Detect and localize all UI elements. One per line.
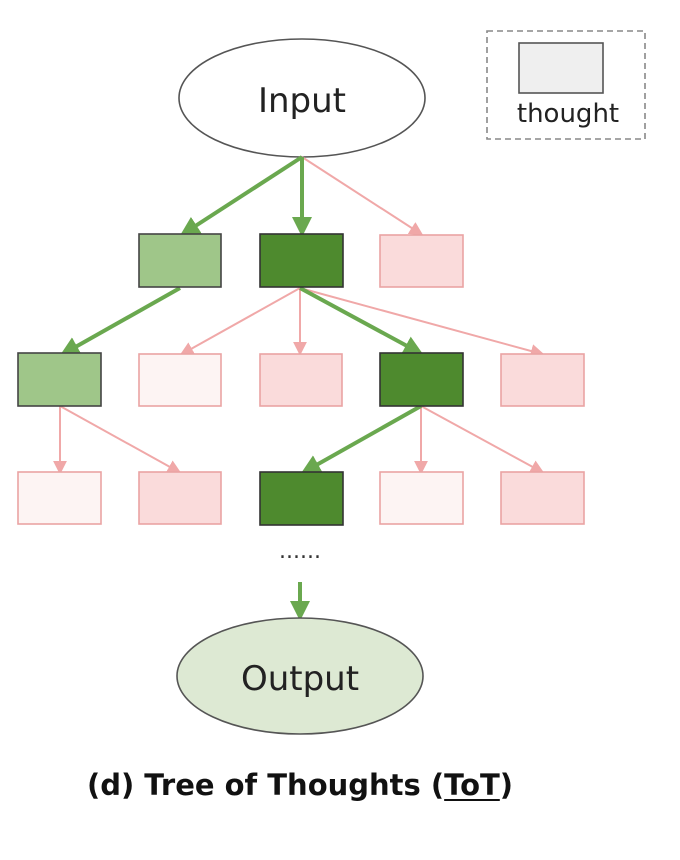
edge-level2-to-level3-b: [59, 405, 182, 474]
level-1-thoughts: [138, 233, 464, 288]
edge-level1-b-to-level2-d: [299, 286, 424, 355]
edge-level2-d-to-level3-c: [300, 404, 422, 474]
output-label: Output: [241, 659, 359, 699]
thought-node-pruned: [259, 353, 343, 407]
caption-suffix: ): [499, 768, 514, 802]
level-3-thoughts: [17, 471, 585, 526]
thought-node: [138, 233, 222, 288]
edge-input-to-pruned: [301, 156, 424, 236]
caption-abbreviation: ToT: [444, 768, 500, 802]
legend-label: thought: [517, 99, 619, 129]
thought-node-pruned: [138, 471, 222, 525]
edge-level1-to-level2-e: [299, 287, 545, 358]
edge-level1-a-to-level2-a: [59, 286, 181, 356]
thought-node-pruned: [500, 471, 585, 525]
level-2-thoughts: [17, 352, 585, 407]
legend: thought: [486, 30, 646, 140]
input-node: Input: [178, 38, 426, 158]
thought-node: [379, 352, 464, 407]
figure-caption: (d) Tree of Thoughts (ToT): [0, 768, 600, 802]
output-ellipse: [176, 617, 424, 735]
thought-node: [259, 233, 344, 288]
legend-frame: [486, 30, 646, 140]
thought-node-pruned: [17, 471, 102, 525]
pruned-edges: [53, 156, 545, 475]
edge-input-to-level1-a: [179, 155, 304, 237]
selected-edges: [59, 155, 424, 621]
thought-node-pruned: [500, 353, 585, 407]
thought-node: [17, 352, 102, 407]
thought-node-pruned: [379, 471, 464, 525]
ellipsis: ......: [279, 539, 321, 564]
thought-node: [259, 471, 344, 526]
thought-node-pruned: [138, 353, 222, 407]
input-label: Input: [258, 81, 346, 121]
output-node: Output: [176, 617, 424, 735]
thought-node-pruned: [379, 234, 464, 288]
legend-thought-box: [518, 42, 604, 94]
edge-level1-to-level2-b: [179, 287, 301, 356]
edge-level2-to-level3-e: [420, 405, 545, 474]
caption-prefix: (d) Tree of Thoughts (: [86, 768, 445, 802]
